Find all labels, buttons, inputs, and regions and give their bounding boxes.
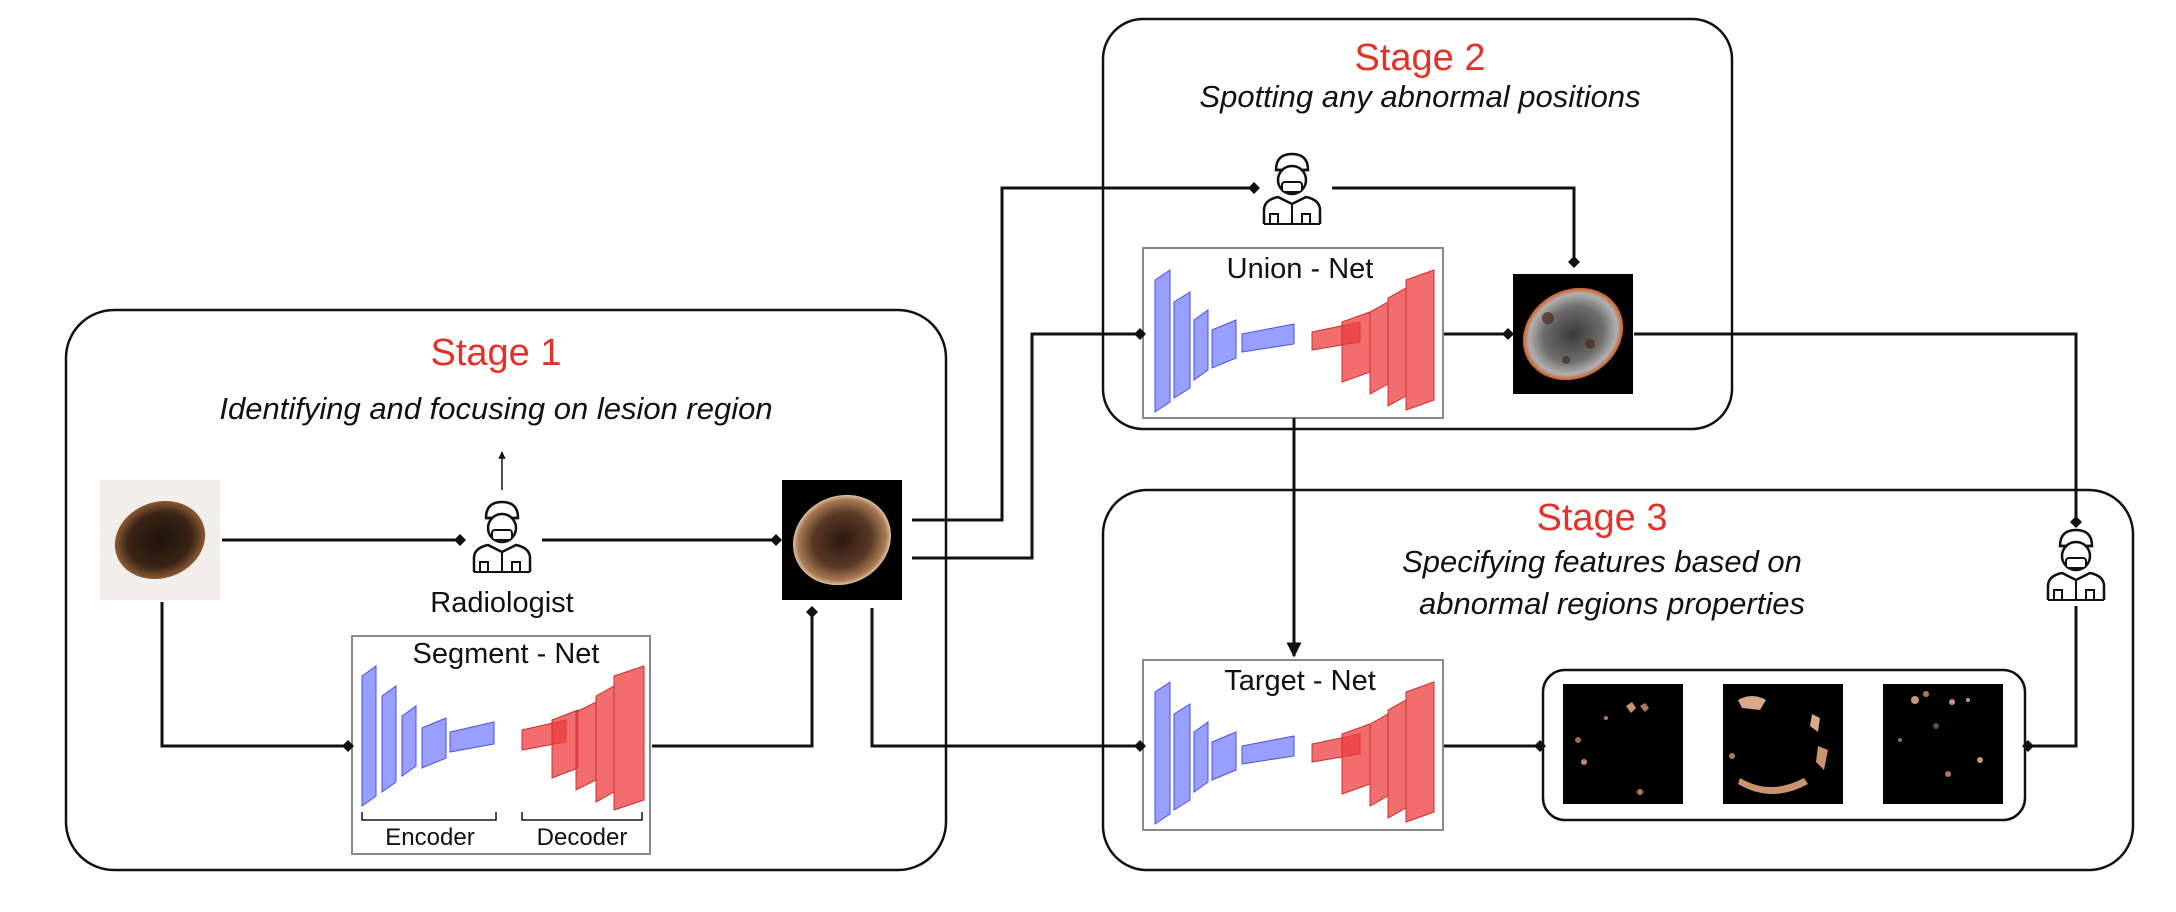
stage3-subtitle-line1: Specifying features based on [1402, 544, 1802, 579]
decoder-label: Decoder [537, 824, 628, 851]
segmented-lesion-image [782, 480, 902, 600]
target-net-decoder-layers [1311, 681, 1435, 823]
target-net-label: Target - Net [1224, 665, 1376, 697]
stage3-subtitle-line2: abnormal regions properties [1419, 586, 1805, 621]
union-output-image [1513, 274, 1633, 394]
union-net-decoder-layers [1311, 269, 1435, 411]
feature-map-1 [1563, 684, 1683, 804]
connectors [160, 182, 2082, 752]
input-lesion-image [100, 480, 220, 600]
radiologist-stage2-icon [1262, 152, 1322, 226]
stage1-box [64, 308, 948, 872]
stage3-box [1101, 488, 2135, 872]
stage1-title: Stage 1 [431, 332, 562, 374]
segment-net-encoder-layers [361, 665, 495, 807]
radiologist-label: Radiologist [430, 587, 573, 619]
feature-map-2 [1723, 684, 1843, 804]
union-net-encoder-layers [1154, 269, 1295, 413]
stage3-title: Stage 3 [1537, 497, 1668, 539]
encoder-bracket [361, 812, 497, 821]
stage2-title: Stage 2 [1355, 37, 1486, 79]
segment-net-label: Segment - Net [413, 638, 600, 670]
radiologist-stage3-icon [2046, 528, 2106, 602]
target-net-encoder-layers [1154, 681, 1295, 825]
feature-map-3 [1883, 684, 2003, 804]
stage1-subtitle: Identifying and focusing on lesion regio… [219, 391, 772, 426]
stage2-subtitle: Spotting any abnormal positions [1199, 79, 1640, 114]
union-net-label: Union - Net [1227, 253, 1374, 285]
segment-net-decoder-layers [521, 665, 645, 811]
decoder-bracket [521, 812, 643, 821]
stage2-box [1101, 17, 1734, 431]
encoder-label: Encoder [385, 824, 474, 851]
radiologist-icon [472, 500, 532, 574]
